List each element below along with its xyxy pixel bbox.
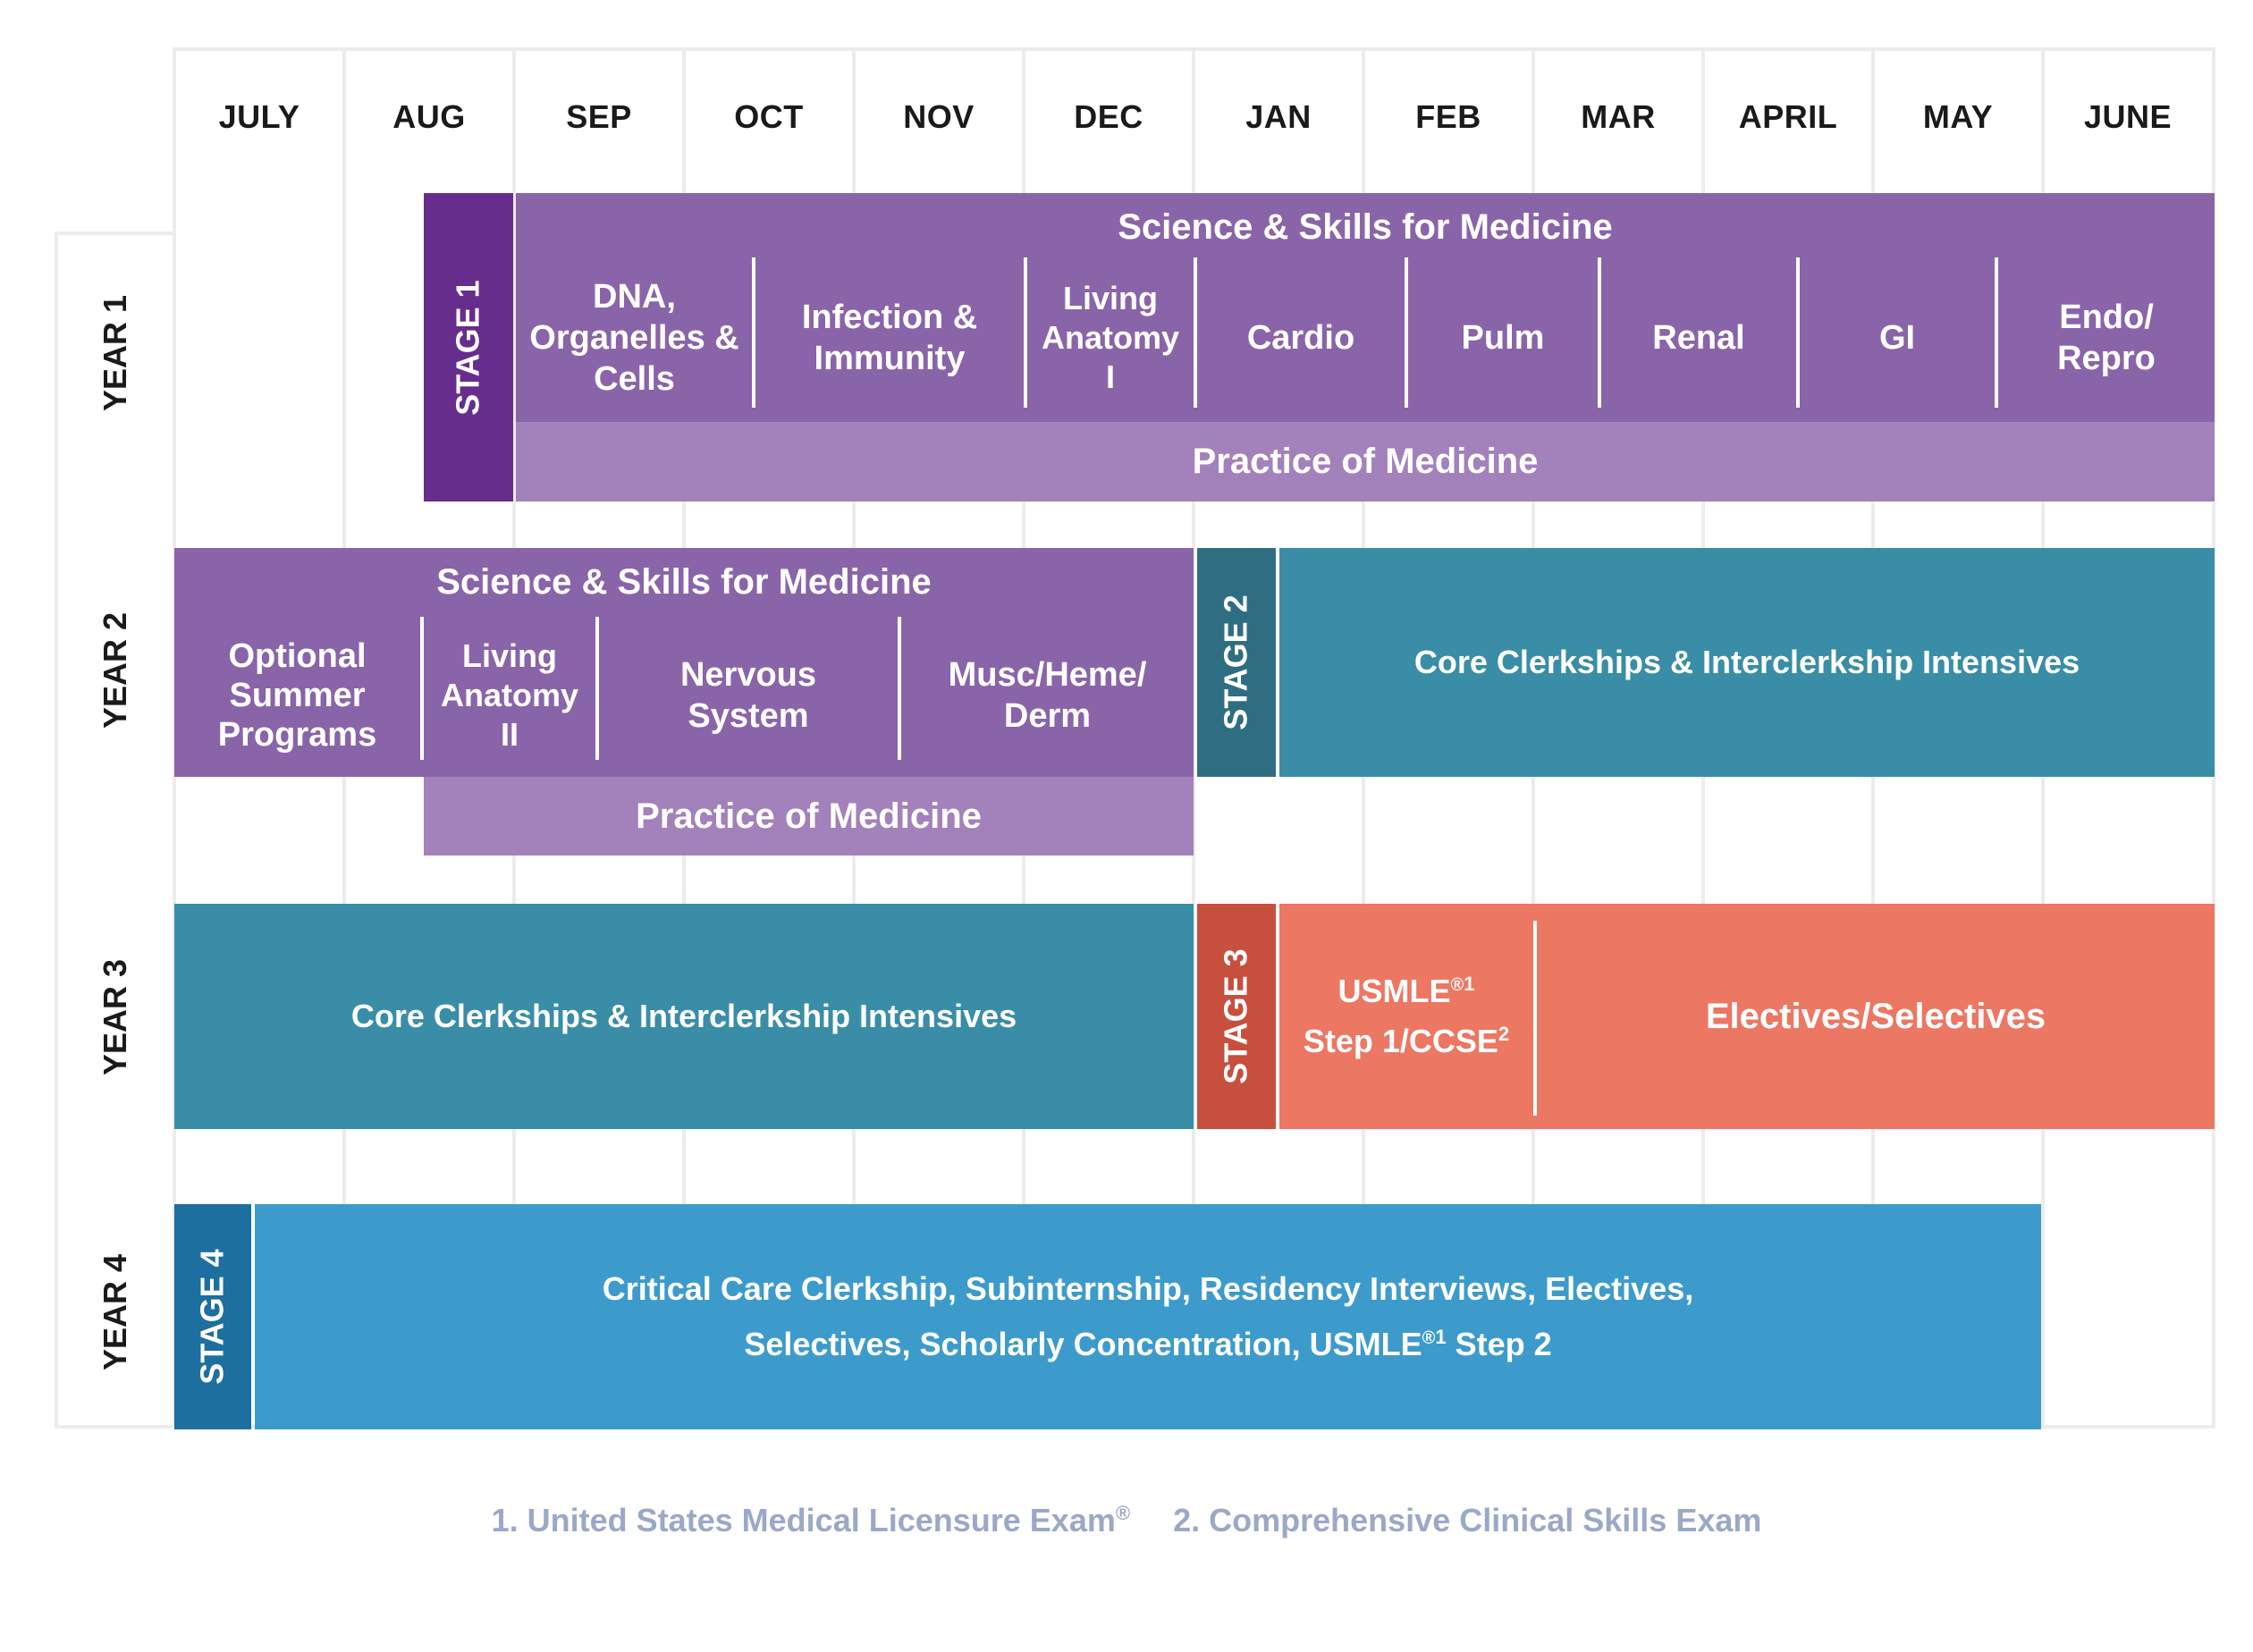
module-divider <box>752 257 755 408</box>
stage-2-badge: STAGE 2 <box>1197 548 1276 777</box>
year2-science-skills-title: Science & Skills for Medicine <box>436 562 932 602</box>
module-renal: Renal <box>1601 257 1796 418</box>
registered-mark: ® <box>1115 1502 1131 1524</box>
footnote-ref: 1 <box>1435 1326 1447 1348</box>
stage-1-label: STAGE 1 <box>450 279 486 416</box>
module-musc-heme-derm: Musc/Heme/ Derm <box>901 615 1194 776</box>
clerkships-label: Core Clerkships & Interclerkship Intensi… <box>350 998 1017 1034</box>
year4-line-2: Selectives, Scholarly Concentration, USM… <box>744 1317 1551 1372</box>
module-divider <box>1194 257 1197 408</box>
year4-line-2-end: Step 2 <box>1446 1326 1552 1362</box>
year4-line-2-text: Selectives, Scholarly Concentration, USM… <box>744 1326 1422 1362</box>
year4-line-1: Critical Care Clerkship, Subinternship, … <box>602 1270 1694 1307</box>
month-label: MAR <box>1581 98 1656 135</box>
footnote-2: 2. Comprehensive Clinical Skills Exam <box>1173 1502 1762 1538</box>
usmle-step1-ccse: USMLE®1 Step 1/CCSE2 <box>1279 904 1533 1129</box>
module-label: Infection & Immunity <box>801 299 978 377</box>
month-label: JUNE <box>2083 98 2173 135</box>
year2-core-clerkships: Core Clerkships & Interclerkship Intensi… <box>1279 548 2215 777</box>
module-label: Optional Summer Programs <box>217 637 377 754</box>
module-label: Living Anatomy II <box>440 637 579 753</box>
usmle-text: USMLE <box>1337 973 1451 1009</box>
year2-science-skills-block: Science & Skills for Medicine <box>174 548 1194 777</box>
year2-practice-of-medicine: Practice of Medicine <box>424 777 1194 856</box>
step1-ccse-text: Step 1/CCSE <box>1303 1023 1498 1059</box>
module-dna-cells: DNA, Organelles & Cells <box>516 257 753 418</box>
year-column-top-border <box>55 232 176 235</box>
module-divider <box>1405 257 1408 408</box>
month-label: MAY <box>1922 98 1994 135</box>
year3-electives-selectives: Electives/Selectives <box>1537 904 2215 1129</box>
practice-label: Practice of Medicine <box>636 796 982 836</box>
module-optional-summer: Optional Summer Programs <box>174 615 420 776</box>
clerkships-label: Core Clerkships & Interclerkship Intensi… <box>1413 644 2080 680</box>
module-label: Nervous System <box>679 656 817 735</box>
month-label: OCT <box>734 98 804 135</box>
year3-coral-block <box>1279 904 2215 1129</box>
footnote-ref: 2 <box>1498 1023 1510 1045</box>
footnote-ref: 1 <box>1464 973 1475 995</box>
module-label: Musc/Heme/ Derm <box>948 656 1147 735</box>
year-label-1: YEAR 1 <box>97 294 133 412</box>
month-label: AUG <box>392 98 466 135</box>
module-divider <box>1533 921 1537 1116</box>
month-label: DEC <box>1074 98 1143 135</box>
year-label-3: YEAR 3 <box>97 958 133 1076</box>
month-label: JULY <box>218 98 300 135</box>
year1-science-skills-block: Science & Skills for Medicine <box>516 193 2215 422</box>
usmle-line-2: Step 1/CCSE2 <box>1304 1016 1509 1066</box>
module-divider <box>1024 257 1027 408</box>
year3-core-clerkships: Core Clerkships & Interclerkship Intensi… <box>174 904 1194 1129</box>
year1-practice-of-medicine: Practice of Medicine <box>516 422 2215 502</box>
stage-4-badge: STAGE 4 <box>174 1204 251 1429</box>
month-label: SEP <box>566 98 632 135</box>
year-label-2: YEAR 2 <box>97 611 133 729</box>
module-divider <box>1598 257 1601 408</box>
module-divider <box>595 617 599 760</box>
module-nervous-system: Nervous System <box>599 615 898 776</box>
module-divider <box>1995 257 1998 408</box>
module-label: Pulm <box>1461 319 1545 357</box>
module-living-anatomy-1: Living Anatomy I <box>1027 257 1194 418</box>
module-label: Cardio <box>1246 319 1355 357</box>
grid-line <box>1192 47 1195 1429</box>
footnote-1: 1. United States Medical Licensure Exam <box>491 1502 1116 1538</box>
month-label: FEB <box>1415 98 1481 135</box>
practice-label: Practice of Medicine <box>1192 442 1539 481</box>
module-label: Endo/ Repro <box>2057 299 2156 377</box>
year-column-left-border <box>55 232 58 1429</box>
module-divider <box>1796 257 1800 408</box>
year-label-4: YEAR 4 <box>97 1253 133 1371</box>
module-label: Living Anatomy I <box>1041 280 1180 395</box>
module-endo-repro: Endo/ Repro <box>1998 257 2215 418</box>
registered-mark: ® <box>1450 975 1464 995</box>
registered-mark: ® <box>1422 1328 1436 1348</box>
year4-block: Critical Care Clerkship, Subinternship, … <box>255 1204 2041 1429</box>
module-label: Renal <box>1652 319 1745 357</box>
electives-label: Electives/Selectives <box>1705 996 2046 1036</box>
year1-science-skills-title: Science & Skills for Medicine <box>1118 207 1613 247</box>
stage-2-label: STAGE 2 <box>1218 594 1254 730</box>
module-cardio: Cardio <box>1197 257 1405 418</box>
module-living-anatomy-2: Living Anatomy II <box>424 615 595 776</box>
stage-3-badge: STAGE 3 <box>1197 904 1276 1129</box>
month-label: NOV <box>903 98 975 135</box>
module-label: GI <box>1878 319 1916 357</box>
usmle-line-1: USMLE®1 <box>1338 966 1475 1016</box>
stage-1-badge: STAGE 1 <box>424 193 513 502</box>
month-label: JAN <box>1245 98 1312 135</box>
footnotes: 1. United States Medical Licensure Exam®… <box>0 1502 2253 1539</box>
module-label: DNA, Organelles & Cells <box>529 278 739 398</box>
month-label: APRIL <box>1738 98 1838 135</box>
module-infection-immunity: Infection & Immunity <box>755 257 1024 418</box>
stage-3-label: STAGE 3 <box>1218 948 1254 1084</box>
module-pulm: Pulm <box>1408 257 1598 418</box>
module-gi: GI <box>1800 257 1995 418</box>
stage-4-label: STAGE 4 <box>194 1249 231 1385</box>
module-divider <box>420 617 424 760</box>
module-divider <box>898 617 901 760</box>
